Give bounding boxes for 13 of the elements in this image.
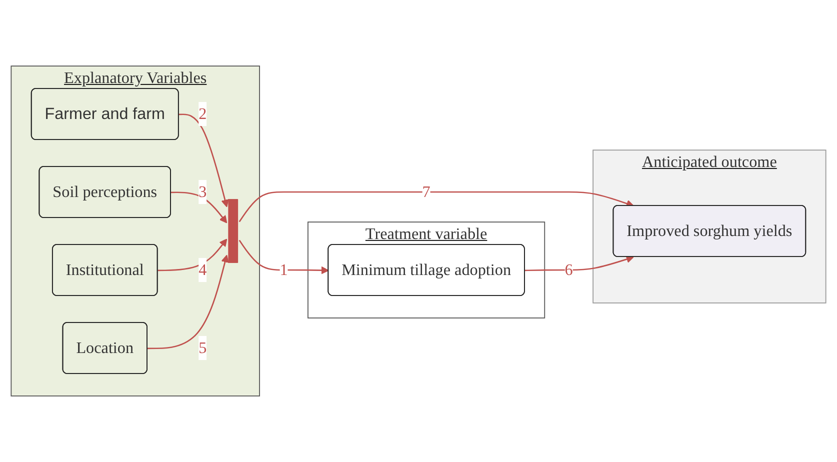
arrow (524, 255, 634, 272)
arrow (158, 238, 228, 272)
arrow (178, 114, 229, 208)
edge-label: 1 (280, 260, 288, 279)
arrow (147, 254, 229, 350)
arrow (238, 240, 329, 274)
edge-label: 4 (198, 260, 207, 279)
arrow (238, 191, 634, 222)
edge-label: 6 (564, 260, 573, 279)
edge-label: 5 (198, 338, 207, 357)
edge-label: 3 (198, 182, 207, 201)
edge-label: 2 (198, 104, 207, 123)
edge-label: 7 (422, 182, 430, 201)
